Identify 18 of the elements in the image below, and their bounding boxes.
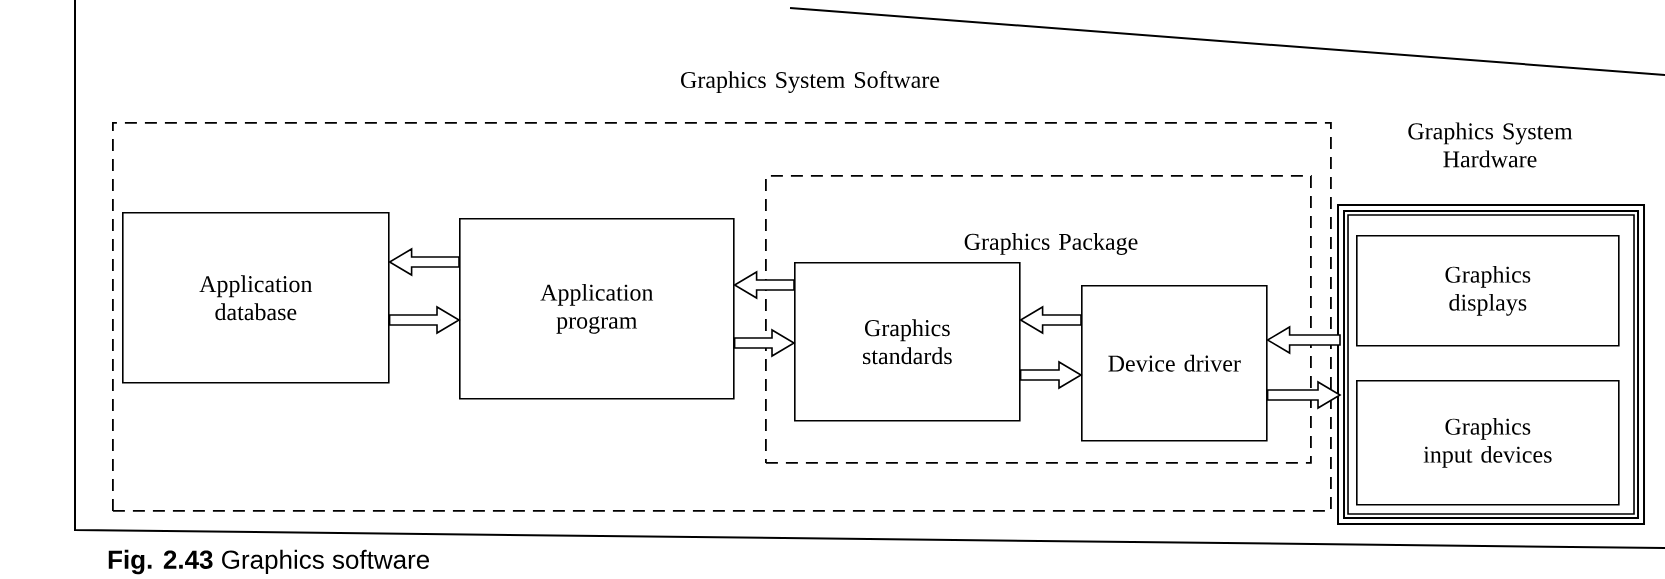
caption: Fig. 2.43 Graphics software bbox=[108, 549, 430, 575]
hollow-arrow bbox=[1019, 305, 1082, 335]
process-box: Application program bbox=[459, 218, 735, 400]
hollow-arrow bbox=[1019, 360, 1083, 390]
group-heading: Graphics System Software bbox=[681, 70, 940, 94]
group-heading: Graphics System Hardware bbox=[1408, 122, 1573, 168]
hollow-arrow bbox=[388, 247, 460, 277]
process-box: Graphics input devices bbox=[1356, 380, 1620, 506]
hollow-arrow bbox=[1266, 380, 1342, 410]
group-heading: Graphics Package bbox=[964, 233, 1138, 255]
hollow-arrow bbox=[733, 270, 795, 300]
hollow-arrow bbox=[733, 328, 796, 358]
process-box: Application database bbox=[122, 212, 390, 384]
hollow-arrow bbox=[1266, 325, 1341, 355]
process-box: Graphics displays bbox=[1356, 235, 1620, 347]
hollow-arrow bbox=[388, 305, 461, 335]
process-box: Device driver bbox=[1081, 285, 1268, 442]
process-box: Graphics standards bbox=[794, 262, 1021, 422]
